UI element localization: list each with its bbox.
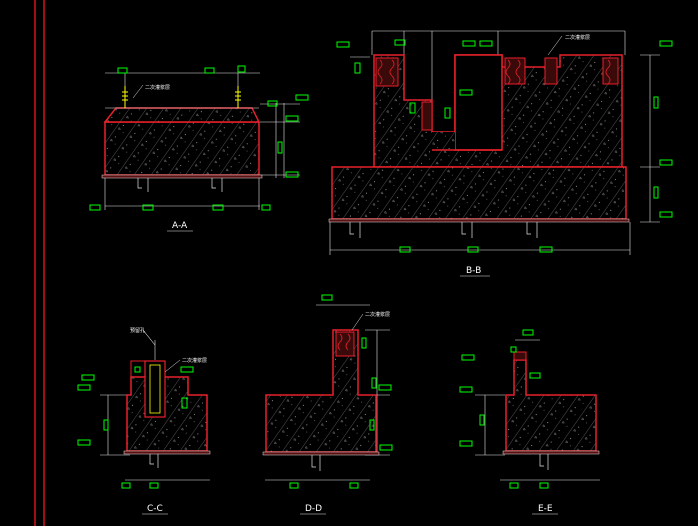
section-b-b: 二次灌浆层 B-B bbox=[328, 30, 673, 277]
section-d-d: 二次灌浆层 D-D bbox=[262, 294, 393, 515]
section-a-a: 二次灌浆层 A-A bbox=[89, 65, 309, 232]
section-label-e-e: E-E bbox=[538, 504, 553, 514]
section-e-e: E-E bbox=[459, 329, 600, 515]
section-label-b-b: B-B bbox=[466, 266, 481, 276]
c-c-note2: 预留孔 bbox=[130, 327, 145, 334]
section-label-a-a: A-A bbox=[172, 221, 188, 231]
section-label-c-c: C-C bbox=[147, 504, 163, 514]
d-d-note: 二次灌浆层 bbox=[365, 311, 390, 318]
a-a-note: 二次灌浆层 bbox=[145, 84, 170, 91]
b-b-note: 二次灌浆层 bbox=[565, 34, 590, 41]
c-c-note: 二次灌浆层 bbox=[182, 357, 207, 364]
section-label-d-d: D-D bbox=[305, 504, 322, 514]
drawing-frame bbox=[34, 0, 45, 526]
section-c-c: 二次灌浆层 预留孔 C-C bbox=[77, 327, 211, 515]
